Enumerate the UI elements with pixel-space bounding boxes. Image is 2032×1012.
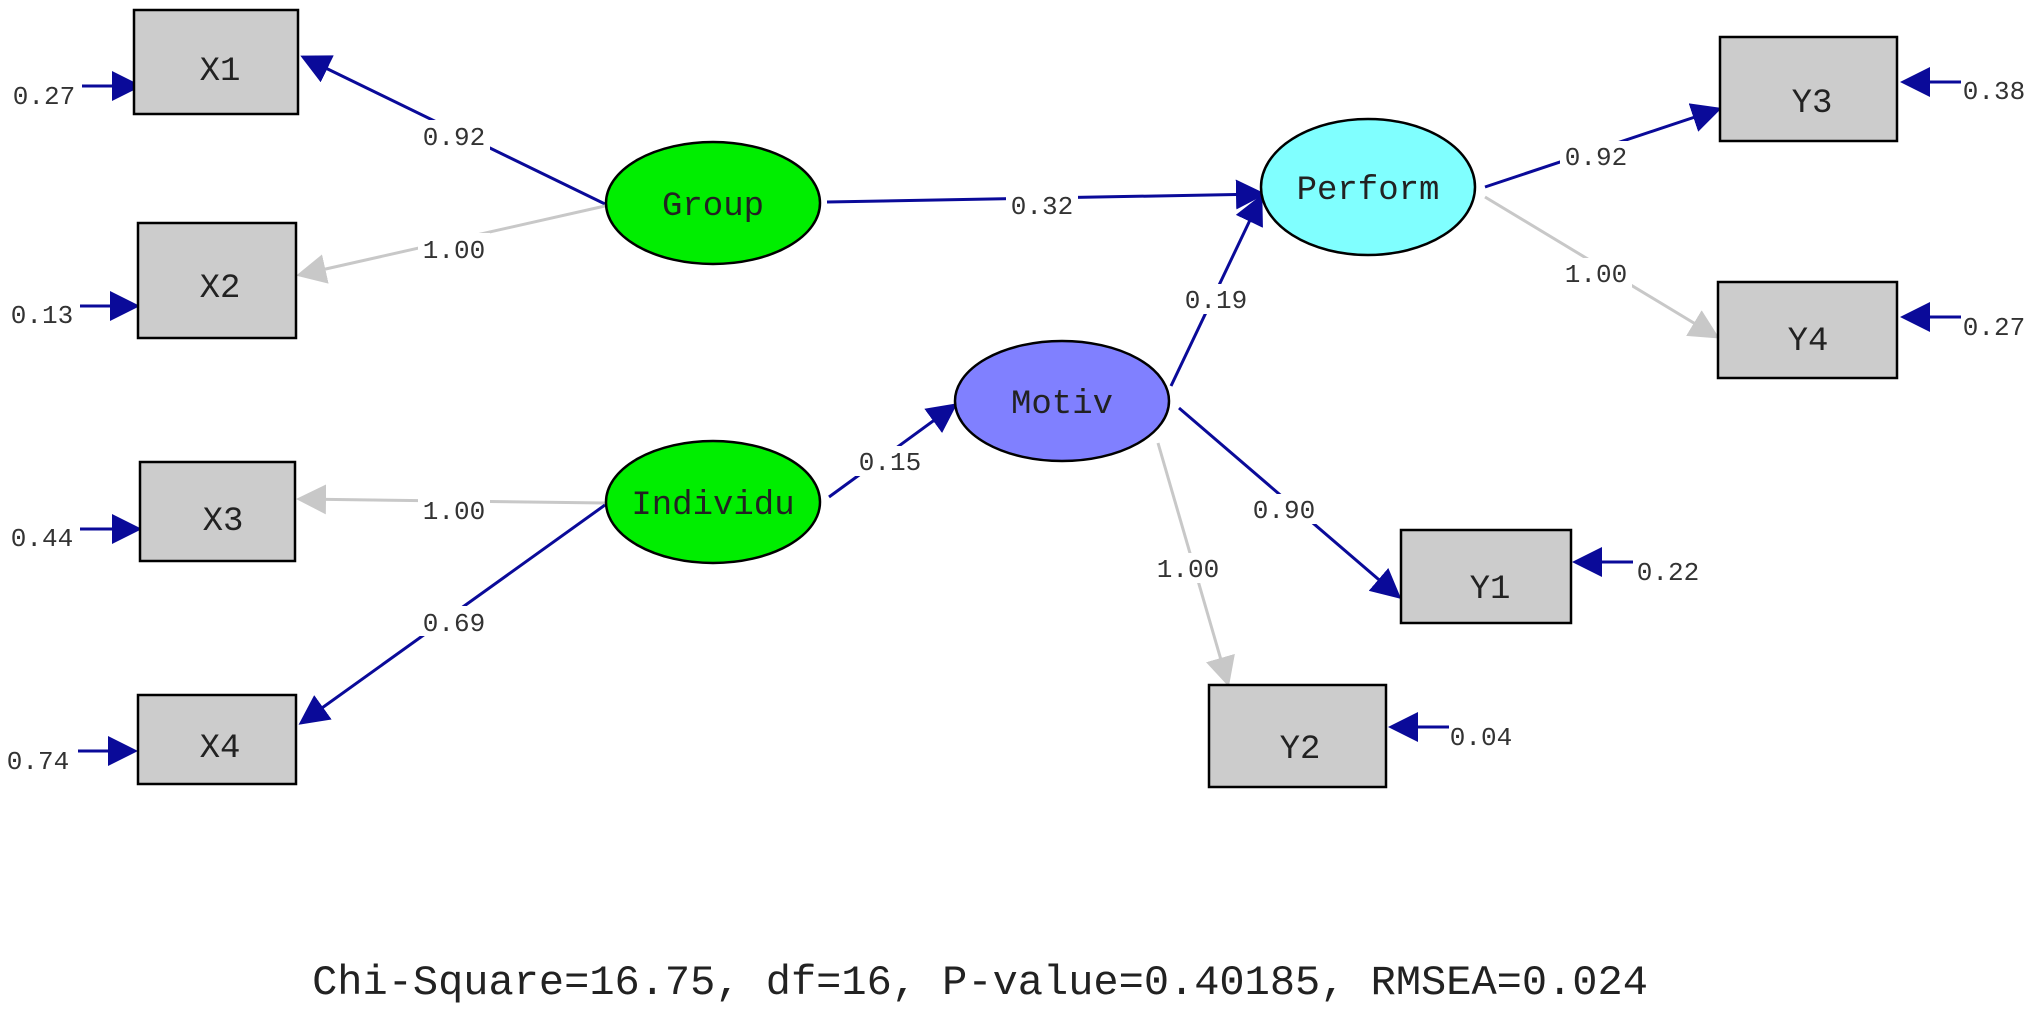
observed-y2: Y2 — [1207, 683, 1388, 789]
error-x2: 0.13 — [11, 301, 73, 331]
estimate-individu-motiv: 0.15 — [859, 448, 921, 478]
fit-statistics: Chi-Square=16.75, df=16, P-value=0.40185… — [312, 959, 1648, 1007]
error-x3: 0.44 — [11, 524, 73, 554]
observed-variables: X1 X2 X3 X4 Y1 Y2 Y3 Y4 — [132, 8, 1899, 789]
estimate-motiv-perform: 0.19 — [1185, 286, 1247, 316]
observed-x2-label: X2 — [200, 270, 241, 308]
observed-y3-label: Y3 — [1792, 85, 1833, 123]
error-y4: 0.27 — [1963, 313, 2025, 343]
latent-individu: Individu — [604, 439, 822, 565]
error-arrows — [78, 67, 1961, 766]
error-y3: 0.38 — [1963, 77, 2025, 107]
latent-perform-label: Perform — [1297, 172, 1440, 210]
error-x4: 0.74 — [7, 747, 69, 777]
latent-group: Group — [604, 140, 822, 266]
observed-x3: X3 — [138, 460, 297, 563]
label-perform-y4: 1.00 — [1560, 258, 1632, 290]
error-x1: 0.27 — [13, 82, 75, 112]
estimate-perform-y4: 1.00 — [1565, 260, 1627, 290]
observed-y1-label: Y1 — [1470, 571, 1511, 609]
label-motiv-perform: 0.19 — [1180, 284, 1252, 316]
observed-x2: X2 — [136, 221, 298, 340]
estimate-group-perform: 0.32 — [1011, 192, 1073, 222]
label-group-perform: 0.32 — [1006, 190, 1078, 222]
latent-individu-label: Individu — [631, 487, 794, 525]
latent-group-label: Group — [662, 188, 764, 226]
observed-y2-label: Y2 — [1280, 731, 1321, 769]
label-individu-x4: 0.69 — [418, 606, 490, 639]
error-y1: 0.22 — [1637, 558, 1699, 588]
observed-y4: Y4 — [1716, 280, 1899, 380]
observed-x1: X1 — [132, 8, 300, 116]
latent-variables: Group Individu Motiv Perform — [604, 117, 1477, 565]
error-y2: 0.04 — [1450, 723, 1512, 753]
estimate-motiv-y2: 1.00 — [1157, 555, 1219, 585]
observed-x4: X4 — [136, 693, 298, 786]
observed-x3-label: X3 — [203, 503, 244, 541]
estimate-group-x1: 0.92 — [423, 123, 485, 153]
latent-motiv-label: Motiv — [1011, 386, 1113, 424]
error-labels: 0.27 0.13 0.44 0.74 0.22 0.04 0.38 0.27 — [7, 77, 2025, 777]
latent-motiv: Motiv — [953, 339, 1171, 463]
label-individu-x3: 1.00 — [418, 494, 490, 527]
observed-x4-label: X4 — [200, 730, 241, 768]
estimate-individu-x3: 1.00 — [423, 497, 485, 527]
estimate-group-x2: 1.00 — [423, 236, 485, 266]
observed-y1: Y1 — [1399, 528, 1573, 625]
observed-x1-label: X1 — [200, 53, 241, 91]
label-group-x2: 1.00 — [418, 233, 490, 266]
latent-perform: Perform — [1259, 117, 1477, 257]
label-motiv-y2: 1.00 — [1152, 553, 1224, 585]
estimate-perform-y3: 0.92 — [1565, 143, 1627, 173]
label-individu-motiv: 0.15 — [854, 446, 926, 478]
label-perform-y3: 0.92 — [1560, 141, 1632, 173]
estimate-individu-x4: 0.69 — [423, 609, 485, 639]
label-motiv-y1: 0.90 — [1248, 494, 1320, 526]
observed-y4-label: Y4 — [1788, 323, 1829, 361]
observed-y3: Y3 — [1718, 35, 1899, 143]
estimate-motiv-y1: 0.90 — [1253, 496, 1315, 526]
path-labels: 0.92 1.00 1.00 0.69 0.32 0.15 0.19 0.90 — [418, 120, 1632, 639]
label-group-x1: 0.92 — [418, 120, 490, 153]
